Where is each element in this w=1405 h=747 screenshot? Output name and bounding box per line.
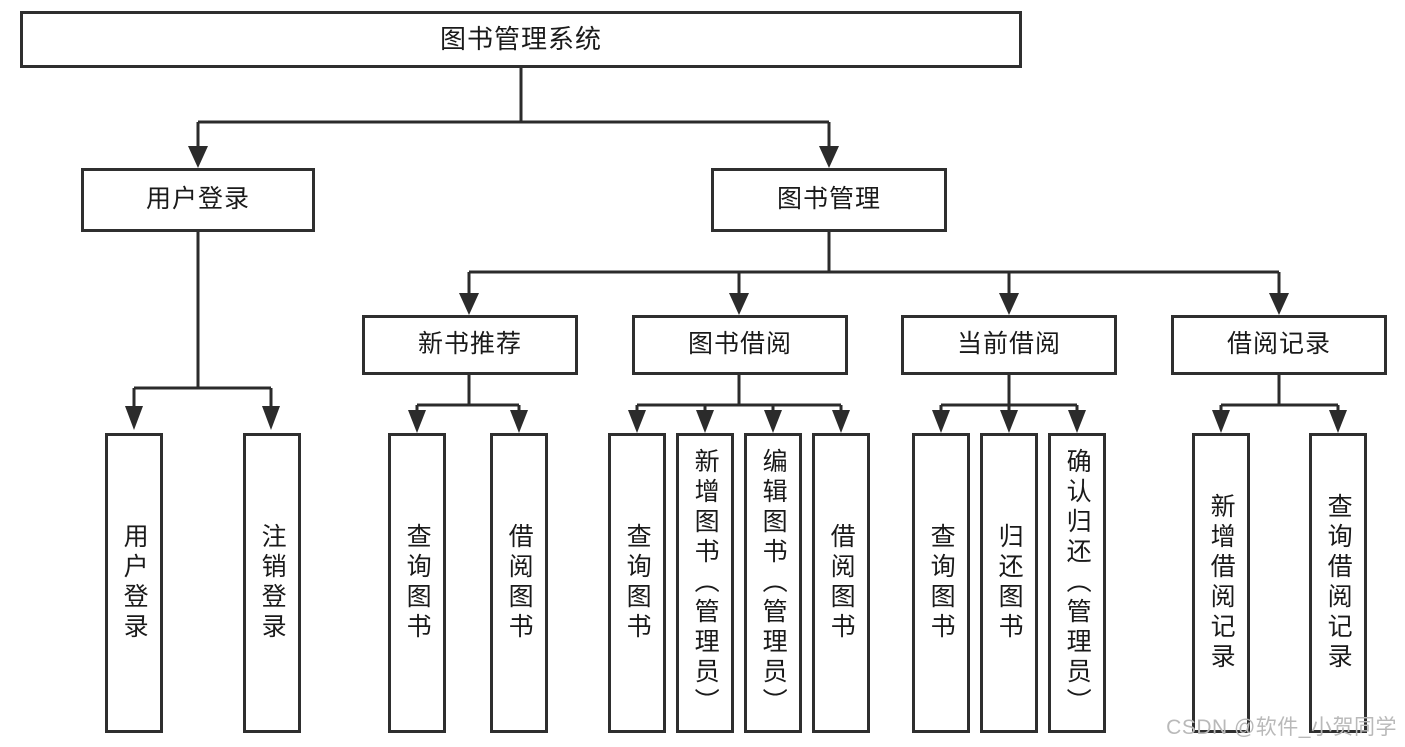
arrowhead-leaf-query-book-2	[628, 410, 646, 433]
node-label: 新书推荐	[417, 330, 522, 359]
node-label: 用户登录	[145, 185, 250, 214]
node-label: 借阅图书	[827, 523, 856, 643]
node-label: 查询借阅记录	[1324, 493, 1353, 673]
node-label: 查询图书	[927, 523, 956, 643]
arrowhead-leaf-user-login	[125, 406, 143, 430]
arrowhead-user-login	[188, 146, 208, 168]
node-label: 图书管理	[776, 185, 881, 214]
node-leaf-user-login[interactable]: 用户登录	[105, 433, 163, 733]
node-leaf-query-book-2[interactable]: 查询图书	[608, 433, 666, 733]
node-label: 查询图书	[623, 523, 652, 643]
node-leaf-return-book[interactable]: 归还图书	[980, 433, 1038, 733]
node-leaf-borrow-book-2[interactable]: 借阅图书	[812, 433, 870, 733]
node-book-manage[interactable]: 图书管理	[711, 168, 947, 232]
arrowhead-borrow-record	[1269, 293, 1289, 315]
arrowhead-leaf-query-book-1	[408, 410, 426, 433]
arrowhead-book-borrow	[729, 293, 749, 315]
arrowhead-leaf-edit-book	[764, 410, 782, 433]
arrowhead-leaf-add-record	[1212, 410, 1230, 433]
arrowhead-leaf-confirm-return	[1068, 410, 1086, 433]
arrowhead-book-manage	[819, 146, 839, 168]
arrowhead-leaf-borrow-book-1	[510, 410, 528, 433]
node-label: 图书管理系统	[439, 24, 602, 55]
arrowhead-leaf-return-book	[1000, 410, 1018, 433]
node-label: 当前借阅	[956, 330, 1061, 359]
node-label: 注销登录	[258, 523, 287, 643]
node-label: 用户登录	[120, 523, 149, 643]
node-book-borrow[interactable]: 图书借阅	[632, 315, 848, 375]
node-new-book-recommend[interactable]: 新书推荐	[362, 315, 578, 375]
node-label: 图书借阅	[687, 330, 792, 359]
csdn-watermark: CSDN @软件_小贺同学	[1166, 716, 1397, 739]
node-leaf-add-book[interactable]: 新增图书（管理员）	[676, 433, 734, 733]
arrowhead-current-borrow	[999, 293, 1019, 315]
node-leaf-confirm-return[interactable]: 确认归还（管理员）	[1048, 433, 1106, 733]
node-label: 查询图书	[403, 523, 432, 643]
node-label: 新增图书（管理员）	[691, 448, 720, 718]
node-label: 确认归还（管理员）	[1063, 448, 1092, 718]
node-leaf-add-record[interactable]: 新增借阅记录	[1192, 433, 1250, 733]
arrowhead-leaf-borrow-book-2	[832, 410, 850, 433]
node-borrow-record[interactable]: 借阅记录	[1171, 315, 1387, 375]
node-label: 归还图书	[995, 523, 1024, 643]
node-label: 编辑图书（管理员）	[759, 448, 788, 718]
arrowhead-leaf-user-logout	[262, 406, 280, 430]
node-user-login[interactable]: 用户登录	[81, 168, 315, 232]
node-label: 借阅记录	[1226, 330, 1331, 359]
node-leaf-query-book-1[interactable]: 查询图书	[388, 433, 446, 733]
node-leaf-query-book-3[interactable]: 查询图书	[912, 433, 970, 733]
arrowhead-leaf-add-book	[696, 410, 714, 433]
arrowhead-leaf-query-record	[1329, 410, 1347, 433]
node-label: 借阅图书	[505, 523, 534, 643]
node-leaf-user-logout[interactable]: 注销登录	[243, 433, 301, 733]
arrowhead-leaf-query-book-3	[932, 410, 950, 433]
node-leaf-borrow-book-1[interactable]: 借阅图书	[490, 433, 548, 733]
node-current-borrow[interactable]: 当前借阅	[901, 315, 1117, 375]
arrowhead-new-book-recommend	[459, 293, 479, 315]
node-root-book-management-system[interactable]: 图书管理系统	[20, 11, 1022, 68]
node-leaf-edit-book[interactable]: 编辑图书（管理员）	[744, 433, 802, 733]
node-label: 新增借阅记录	[1207, 493, 1236, 673]
node-leaf-query-record[interactable]: 查询借阅记录	[1309, 433, 1367, 733]
